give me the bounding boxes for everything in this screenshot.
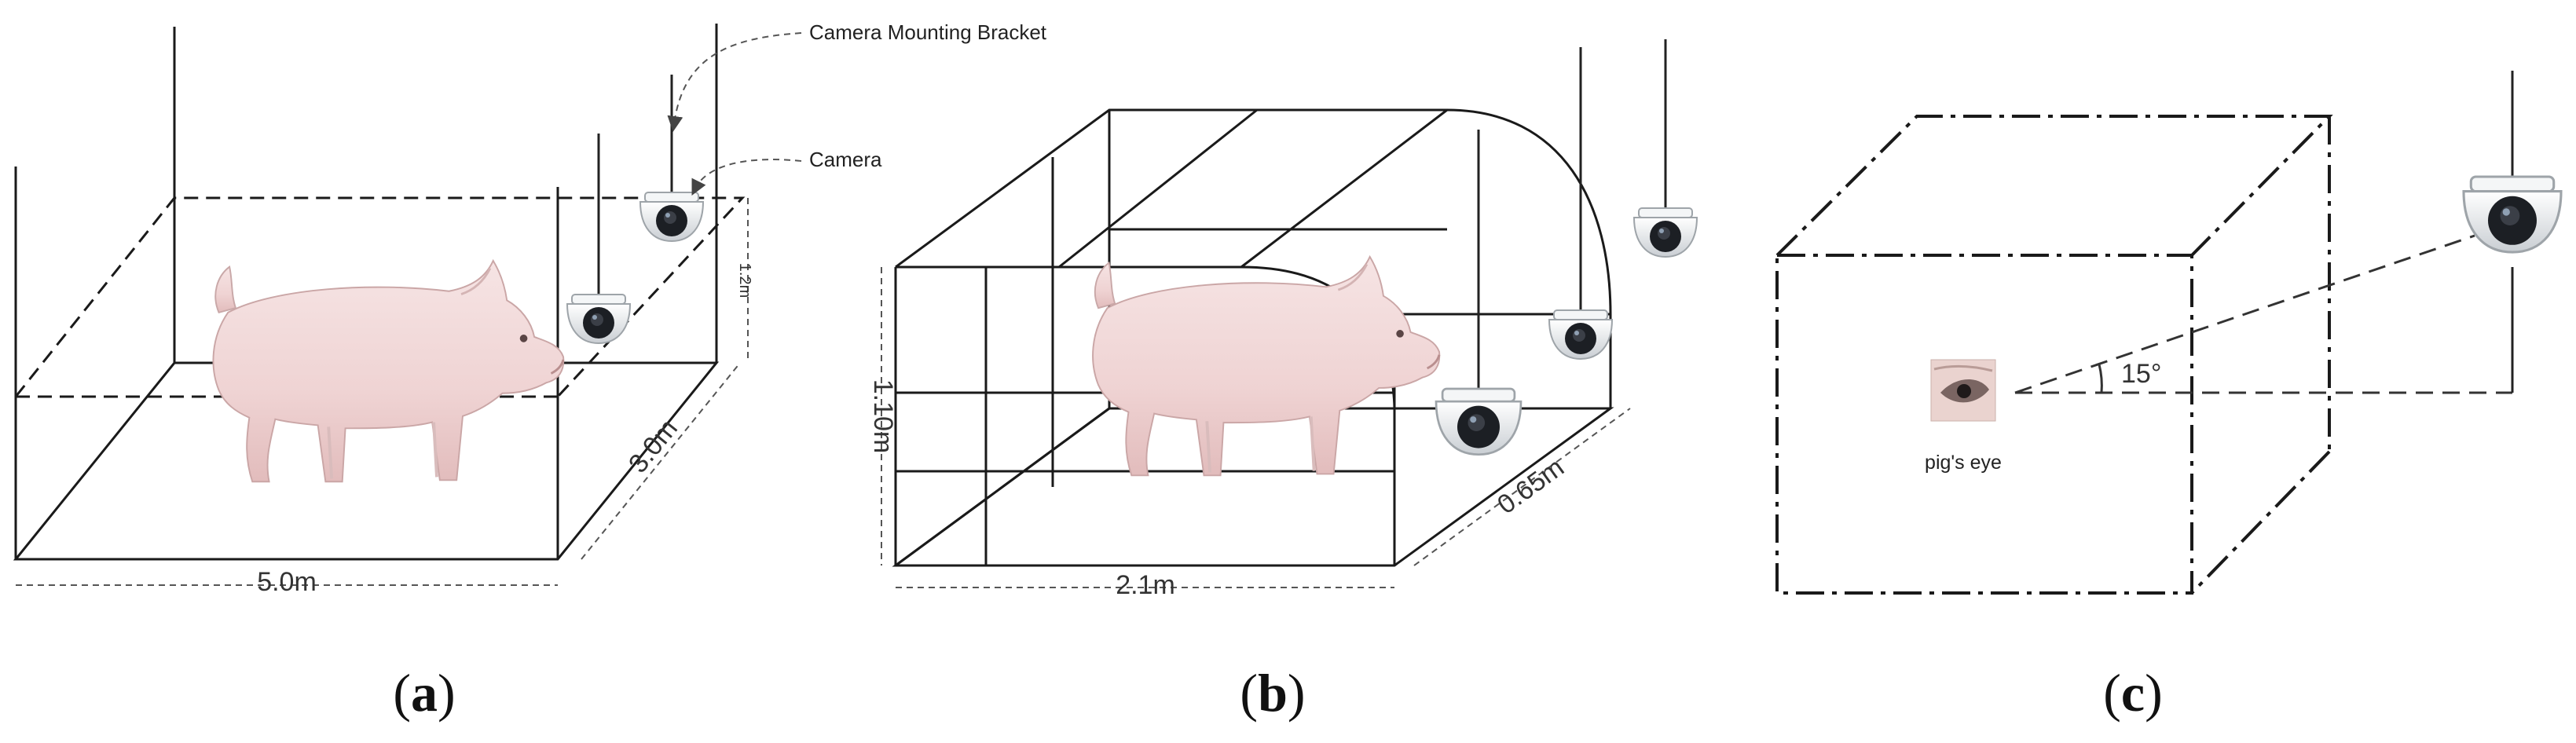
pig-eye-image — [1930, 359, 1996, 422]
dimension-lines — [881, 267, 1631, 588]
panel-c: pig's eye 15° (c) — [1775, 71, 2563, 723]
box-outline — [1775, 115, 2333, 595]
camera-mounting-bracket — [597, 75, 673, 295]
dimension-lines — [16, 198, 749, 586]
camera-icon — [2462, 175, 2563, 254]
bracket-callout-label: Camera Mounting Bracket — [809, 20, 1047, 44]
panel-b: 1.10m 2.1m 0.65m (b) — [868, 39, 1698, 723]
height-dimension-label: 1.2m — [736, 263, 753, 298]
camera-callout-line — [691, 159, 802, 196]
pig-image — [211, 259, 566, 484]
bracket-callout-line — [667, 32, 802, 132]
eye-label: pig's eye — [1925, 452, 2002, 474]
panel-a: Camera Mounting Bracket Camera 5.0m 3.0m… — [13, 20, 1047, 723]
camera-icon — [566, 294, 631, 344]
height-dimension-label: 1.10m — [868, 379, 898, 454]
camera-icon — [1435, 387, 1523, 456]
length-dimension-label: 5.0m — [257, 567, 317, 597]
camera-icon — [1633, 207, 1698, 258]
camera-callout-label: Camera — [809, 148, 882, 171]
sight-lines — [2014, 234, 2512, 394]
panel-letter: b — [1258, 663, 1288, 723]
panel-caption: (a) — [393, 663, 455, 723]
length-dimension-label: 2.1m — [1116, 570, 1175, 600]
angle-label: 15° — [2121, 359, 2161, 389]
pig-image — [1091, 255, 1442, 478]
angle-arc — [2098, 364, 2103, 393]
camera-icon — [1548, 309, 1613, 360]
camera-mounting-bracket — [1477, 39, 1667, 393]
panel-caption: (c) — [2103, 663, 2163, 723]
panel-letter: a — [411, 663, 438, 723]
panel-letter: c — [2121, 663, 2145, 723]
camera-icon — [639, 192, 704, 242]
panel-caption: (b) — [1240, 663, 1305, 723]
